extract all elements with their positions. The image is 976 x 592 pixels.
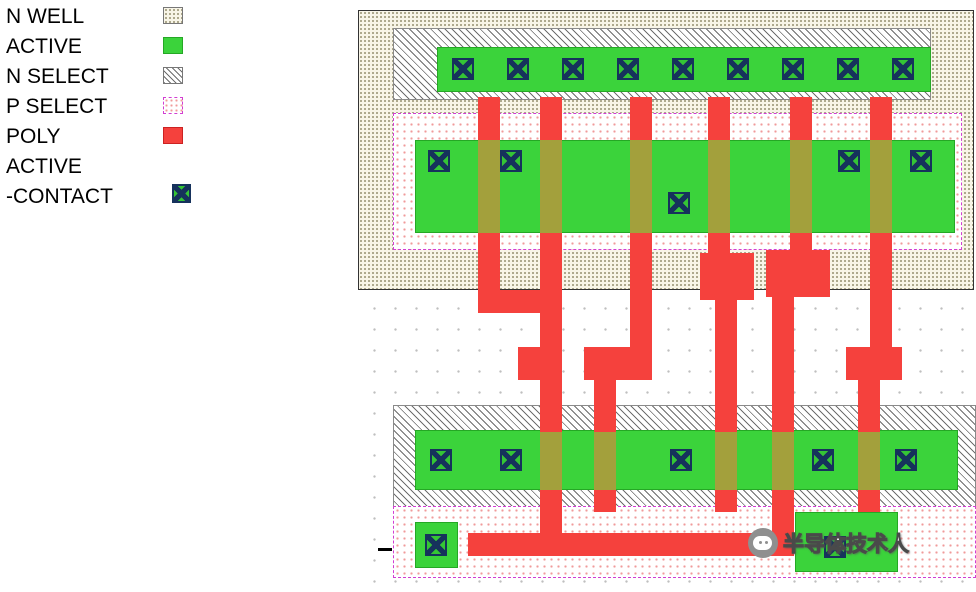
legend-label: ACTIVE: [6, 155, 82, 178]
poly-route: [715, 300, 737, 432]
nselect-swatch: [163, 67, 183, 84]
active-swatch: [163, 37, 183, 54]
poly-pad: [846, 347, 902, 380]
active-contact: [895, 449, 917, 471]
poly-stub: [790, 97, 812, 141]
poly-swatch: [163, 127, 183, 144]
poly-route: [772, 297, 794, 432]
poly-route: [858, 490, 880, 512]
pmos-gate: [478, 140, 500, 233]
poly-route: [540, 233, 562, 432]
legend-label: N WELL: [6, 5, 85, 28]
active-contact: [670, 449, 692, 471]
legend-item-active: ACTIVE: [6, 32, 206, 62]
pmos-gate: [630, 140, 652, 233]
active-contact: [727, 58, 749, 80]
active-contact: [500, 449, 522, 471]
active-contact: [824, 536, 846, 558]
pmos-gate: [708, 140, 730, 233]
legend-item-pselect: P SELECT: [6, 92, 206, 122]
nmos-gate: [594, 432, 616, 490]
legend-item-poly: POLY: [6, 122, 206, 152]
active-contact: [562, 58, 584, 80]
active-contact: [837, 58, 859, 80]
active-contact: [812, 449, 834, 471]
poly-stub: [870, 97, 892, 141]
legend-label: -CONTACT: [6, 185, 113, 208]
legend-item-active-contact-line1: ACTIVE: [6, 152, 206, 182]
active-contact: [892, 58, 914, 80]
pmos-gate: [540, 140, 562, 233]
legend-label: N SELECT: [6, 65, 109, 88]
poly-route: [715, 490, 737, 512]
nmos-gate: [772, 432, 794, 490]
nmos-gate: [540, 432, 562, 490]
active-contact: [500, 150, 522, 172]
ruler-tick: [378, 548, 392, 551]
poly-route: [630, 233, 652, 347]
active-contact-swatch: [172, 184, 191, 203]
wechat-badge-icon: [748, 528, 778, 558]
nmos-gate: [715, 432, 737, 490]
poly-stub: [630, 97, 652, 141]
legend-label: P SELECT: [6, 95, 108, 118]
poly-pad: [700, 253, 754, 300]
pselect-swatch: [163, 97, 183, 114]
poly-pad: [518, 347, 562, 380]
poly-route: [594, 380, 616, 432]
poly-pad: [766, 250, 830, 297]
active-contact: [672, 58, 694, 80]
nwell-swatch: [163, 7, 183, 24]
active-contact: [428, 150, 450, 172]
legend-label: ACTIVE: [6, 35, 82, 58]
legend: N WELL ACTIVE N SELECT P SELECT POLY ACT…: [6, 2, 206, 212]
active-bottom-right: [795, 512, 898, 572]
poly-route: [594, 490, 616, 512]
poly-bottom-bus: [468, 533, 794, 556]
active-contact: [668, 192, 690, 214]
active-contact: [838, 150, 860, 172]
poly-stub: [708, 97, 730, 141]
active-contact: [910, 150, 932, 172]
active-contact: [782, 58, 804, 80]
legend-item-nwell: N WELL: [6, 2, 206, 32]
active-contact: [507, 58, 529, 80]
poly-stub: [540, 97, 562, 141]
pmos-gate: [870, 140, 892, 233]
nmos-gate: [858, 432, 880, 490]
legend-label: POLY: [6, 125, 61, 148]
pmos-gate: [790, 140, 812, 233]
active-contact: [617, 58, 639, 80]
poly-route: [870, 233, 892, 347]
active-contact: [425, 534, 447, 556]
poly-route: [858, 380, 880, 432]
poly-route: [708, 233, 730, 255]
poly-pad: [584, 347, 652, 380]
poly-stub: [478, 97, 500, 141]
active-contact: [430, 449, 452, 471]
watermark: 半导体技术人: [748, 528, 910, 558]
legend-item-nselect: N SELECT: [6, 62, 206, 92]
legend-item-active-contact-line2: -CONTACT: [6, 182, 206, 212]
poly-route: [790, 233, 812, 252]
watermark-text: 半导体技术人: [783, 533, 910, 557]
active-contact: [452, 58, 474, 80]
